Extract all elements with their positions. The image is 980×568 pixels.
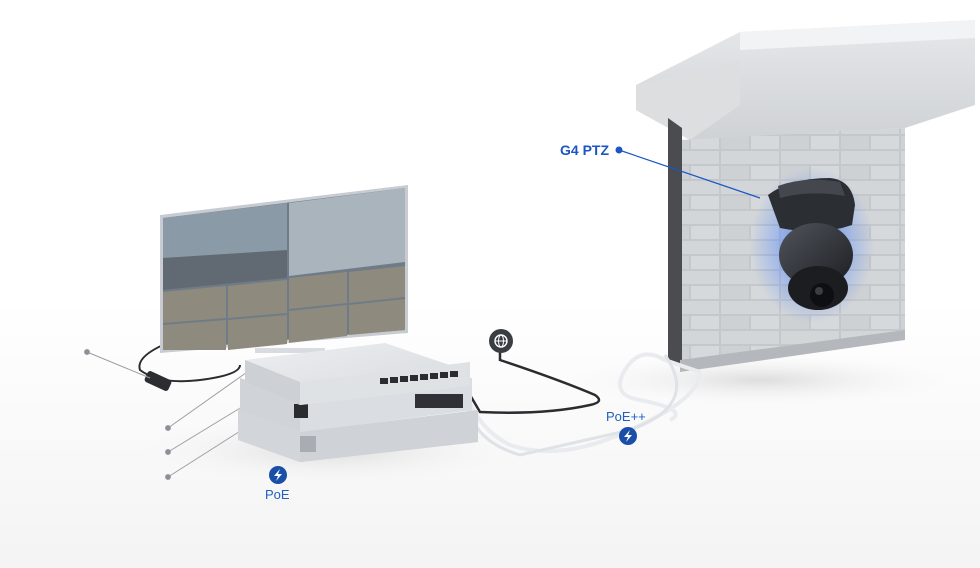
camera-label: G4 PTZ [560, 142, 610, 158]
monitor [160, 185, 408, 353]
internet-badge [489, 329, 513, 353]
port-callouts [84, 349, 251, 480]
poe-label: PoE [265, 487, 290, 502]
poe-plus-plus-label: PoE++ [606, 409, 646, 424]
poe-plus-plus-cable [466, 352, 703, 454]
network-switch-stack [238, 343, 478, 462]
lightning-bolt-icon [624, 430, 632, 442]
camera-callout [615, 146, 761, 199]
lightning-bolt-icon [274, 469, 282, 481]
internet-cable [468, 350, 601, 414]
g4-ptz-camera [750, 167, 874, 323]
poe-badge [269, 466, 287, 484]
poe-plus-plus-badge [619, 427, 637, 445]
power-adapter [144, 371, 172, 391]
